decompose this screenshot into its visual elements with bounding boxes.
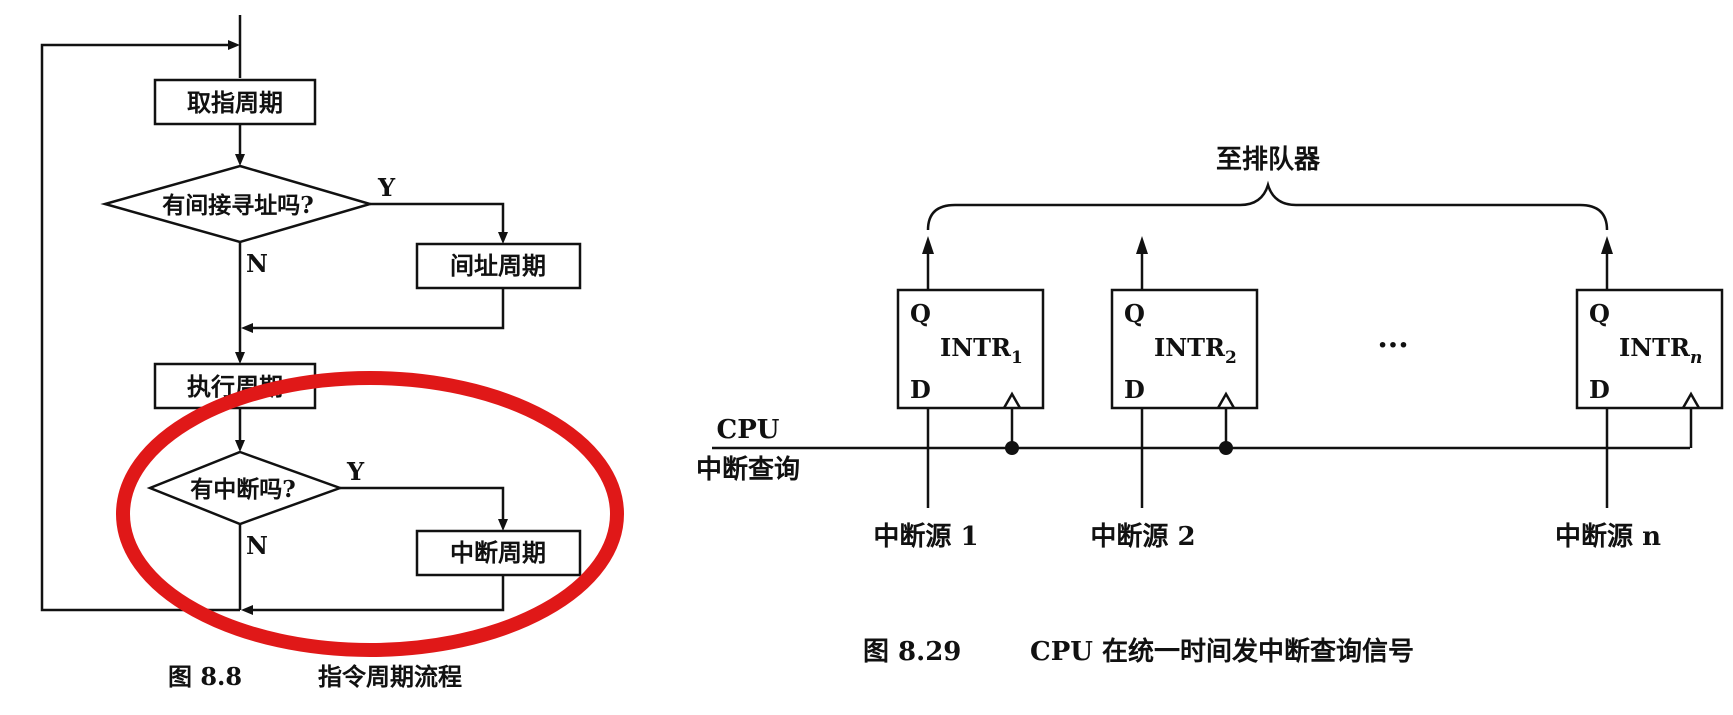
indirect-cycle-box [415, 242, 582, 290]
flipflop-2 [1110, 288, 1259, 410]
ffn-q-label: Q [1589, 299, 1610, 328]
ffn-d-label: D [1589, 375, 1610, 404]
ffn-q-arrow [1601, 236, 1613, 254]
interrupt-cycle-box [415, 529, 582, 577]
ff2-q-label: Q [1124, 299, 1145, 328]
interrupt-yes-label: Y [346, 457, 365, 486]
junction-dot-2 [1219, 441, 1233, 455]
queue-label: 至排队器 [1216, 145, 1321, 175]
indirect-cycle-label: 间址周期 [450, 251, 546, 280]
interrupt-no-label: N [246, 531, 268, 560]
ff1-clock-triangle [1002, 391, 1022, 409]
ff2-d-label: D [1124, 375, 1145, 404]
circuit-caption-text: CPU 在统一时间发中断查询信号 [1030, 636, 1414, 667]
interrupt-yes-line [340, 486, 505, 522]
source-2-label: 中断源 2 [1090, 521, 1195, 552]
circuit-caption-number: 图 8.29 [863, 637, 961, 667]
ff1-d-label: D [910, 375, 931, 404]
ffn-name: INTRn [1619, 333, 1702, 368]
loop-arrowhead [228, 40, 240, 50]
source-1-label: 中断源 1 [873, 521, 978, 552]
loop-back-line [40, 43, 240, 612]
interrupt-merge-line [250, 575, 505, 612]
ff2-q-arrow [1136, 236, 1148, 254]
interrupt-cycle-label: 中断周期 [450, 538, 546, 567]
bus-brace [926, 180, 1609, 231]
cpu-label: CPU [717, 415, 780, 445]
indirect-no-label: N [246, 249, 268, 278]
ff1-q-arrow [922, 236, 934, 254]
ff2-clock-triangle [1216, 391, 1236, 409]
indirect-merge-arrow [241, 323, 253, 333]
highlight-circle [116, 371, 624, 657]
indirect-merge-line [250, 288, 505, 330]
arrow-1 [235, 154, 245, 166]
ff2-name: INTR2 [1154, 333, 1237, 368]
interrupt-query-circuit: 至排队器 Q INTR1 D Q INTR2 D ··· Q INTRn D [696, 145, 1724, 667]
flipflop-n [1575, 288, 1724, 410]
indirect-yes-arrow [498, 232, 508, 244]
fetch-cycle-box [153, 78, 317, 126]
flowchart-caption-number: 图 8.8 [168, 662, 242, 691]
instruction-cycle-flowchart: 取指周期 有间接寻址吗? Y 间址周期 N 执行周期 有中断吗? Y [40, 15, 582, 691]
indirect-question-label: 有间接寻址吗? [162, 192, 313, 219]
flipflop-1 [896, 288, 1045, 410]
interrupt-yes-arrow [498, 519, 508, 531]
flipflop-ellipsis: ··· [1377, 328, 1408, 363]
flowchart-caption-text: 指令周期流程 [318, 662, 462, 691]
interrupt-merge-arrow [241, 605, 253, 615]
ff1-name: INTR1 [940, 333, 1023, 368]
source-n-label: 中断源 n [1555, 521, 1661, 552]
cpu-query-label: 中断查询 [696, 454, 800, 485]
arrow-2 [235, 352, 245, 364]
fetch-cycle-label: 取指周期 [187, 88, 283, 117]
ff1-q-label: Q [910, 299, 931, 328]
indirect-yes-label: Y [377, 173, 396, 202]
ffn-clock-triangle [1681, 391, 1701, 409]
junction-dot-1 [1005, 441, 1019, 455]
arrow-3 [235, 440, 245, 452]
interrupt-question-label: 有中断吗? [190, 476, 295, 503]
indirect-yes-line [370, 202, 505, 235]
